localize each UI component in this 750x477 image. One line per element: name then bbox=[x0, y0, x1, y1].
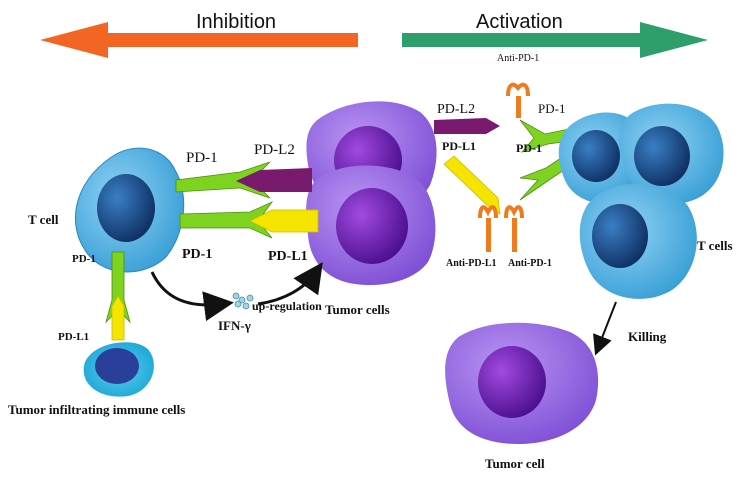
pdl2-ligand-left bbox=[236, 168, 312, 192]
pdl2-ligand-right bbox=[434, 118, 500, 134]
tumor-cell-label: Tumor cell bbox=[485, 456, 545, 471]
t-cell-label: T cell bbox=[28, 212, 59, 227]
tumor-cell-bottom bbox=[445, 322, 599, 444]
ifn-gamma-label: IFN-γ bbox=[218, 318, 251, 333]
activation-title: Activation bbox=[476, 11, 563, 33]
pdl2-label-right: PD-L2 bbox=[437, 102, 475, 117]
tumor-cells-label: Tumor cells bbox=[325, 302, 390, 317]
killing-label: Killing bbox=[628, 329, 667, 344]
anti-pdl1-label: Anti-PD-L1 bbox=[446, 258, 497, 269]
anti-pd1-top-label: Anti-PD-1 bbox=[497, 53, 539, 64]
pdl1-label-left: PD-L1 bbox=[268, 249, 308, 264]
pd1-label-vertical: PD-1 bbox=[72, 253, 96, 265]
killing-arrow bbox=[593, 301, 617, 356]
t-cell-right-2 bbox=[619, 103, 724, 204]
t-cell-to-ifn-arrow bbox=[150, 271, 234, 322]
anti-pd1-antibody-bottom bbox=[504, 205, 524, 252]
t-cells-label: T cells bbox=[697, 238, 733, 253]
pd1-label-right-b: PD-1 bbox=[516, 141, 542, 155]
pd1-label-right-a: PD-1 bbox=[538, 101, 565, 116]
tumor-cell-lower bbox=[306, 165, 436, 286]
activation-arrow bbox=[402, 22, 708, 58]
inhibition-title: Inhibition bbox=[196, 11, 276, 33]
anti-pd1-bottom-label: Anti-PD-1 bbox=[508, 258, 552, 269]
anti-pd1-antibody-top bbox=[506, 82, 530, 118]
tumor-infiltrating-label: Tumor infiltrating immune cells bbox=[8, 402, 185, 417]
ifn-to-tumor-arrow bbox=[257, 262, 323, 306]
tumor-infiltrating-immune-cell bbox=[83, 342, 154, 397]
pd1-receptor-mid bbox=[179, 200, 274, 239]
pdl1-ligand-left bbox=[249, 209, 319, 233]
t-cell-right-3 bbox=[579, 183, 697, 299]
pdl2-label-left: PD-L2 bbox=[254, 142, 295, 158]
upregulation-label: up-regulation bbox=[252, 299, 322, 313]
pdl1-ligand-right bbox=[443, 155, 501, 215]
t-cell-left bbox=[74, 147, 185, 273]
ifn-gamma-particles bbox=[232, 292, 254, 310]
pdl1-label-immune: PD-L1 bbox=[58, 331, 89, 343]
pd1-label-mid: PD-1 bbox=[182, 247, 212, 262]
inhibition-arrow bbox=[40, 22, 358, 58]
anti-pdl1-antibody bbox=[478, 205, 498, 252]
pdl1-label-right: PD-L1 bbox=[442, 139, 476, 153]
pd1-label-top: PD-1 bbox=[186, 150, 218, 166]
pdl1-ligand-immune bbox=[111, 295, 125, 341]
